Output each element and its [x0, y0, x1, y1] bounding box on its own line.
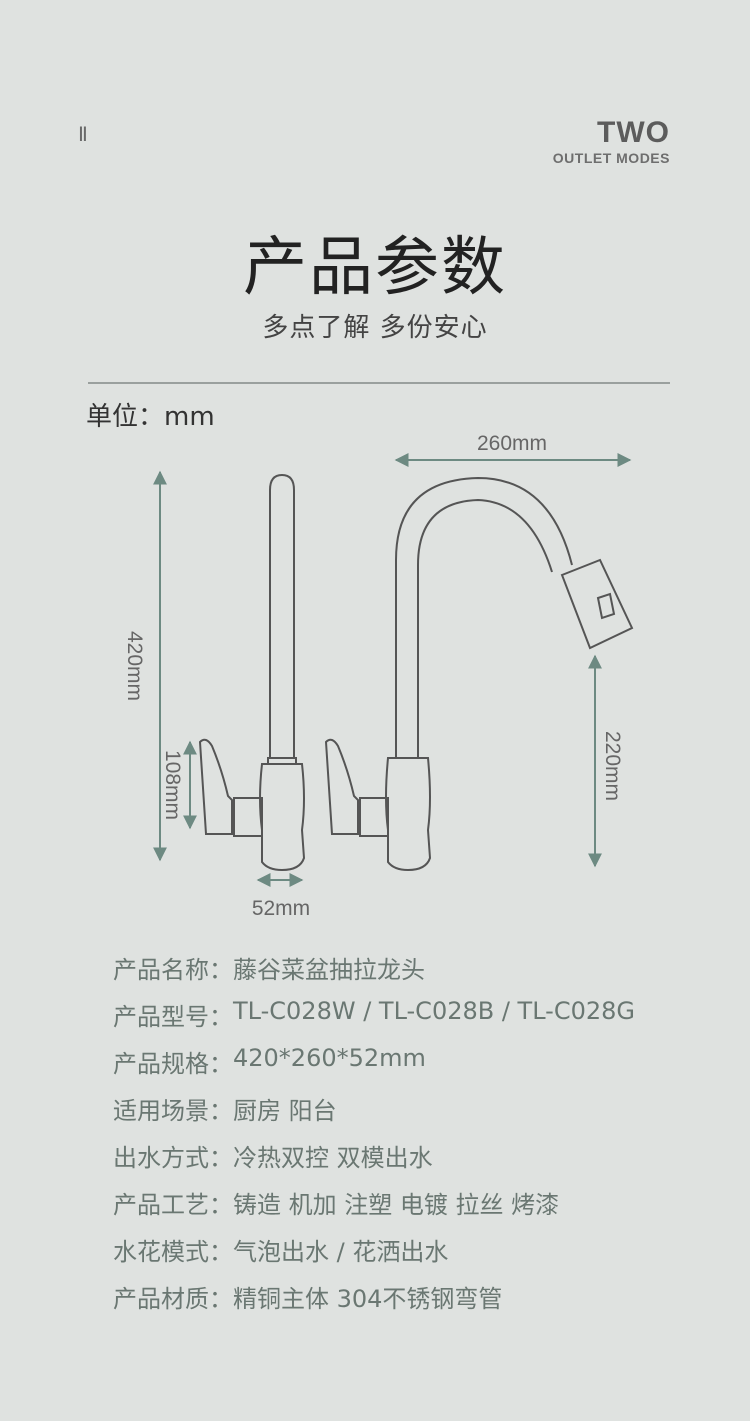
section-subtitle-en: OUTLET MODES: [552, 150, 670, 166]
spec-label: 出水方式：: [113, 1144, 233, 1172]
front-body: [385, 757, 432, 872]
page-title: 产品参数: [243, 231, 507, 305]
spec-value: TL-C028W / TL-C028B / TL-C028G: [233, 997, 635, 1025]
front-spout-inner: [417, 498, 553, 758]
spec-row-model: 产品型号： TL-C028W / TL-C028B / TL-C028G: [113, 997, 713, 1044]
side-handle: [198, 738, 233, 835]
spec-label: 水花模式：: [113, 1238, 233, 1266]
outlet-height-label: 220mm: [601, 731, 624, 801]
height-total-label: 420mm: [123, 631, 146, 701]
spec-row-outlet-mode: 出水方式： 冷热双控 双模出水: [113, 1138, 713, 1185]
faucet-dimension-drawing: 260mm 52mm 420mm 108mm 220mm: [123, 432, 634, 920]
handle-height-label: 108mm: [161, 750, 184, 820]
spec-row-size: 产品规格： 420*260*52mm: [113, 1044, 713, 1091]
spec-value: 厨房 阳台: [233, 1097, 337, 1125]
front-handle: [324, 738, 359, 835]
front-connector: [359, 797, 389, 837]
pull-out-button: [596, 592, 616, 620]
top-width-label: 260mm: [477, 432, 547, 455]
spec-row-material: 产品材质： 精铜主体 304不锈钢弯管: [113, 1279, 713, 1326]
side-body: [259, 763, 306, 872]
spec-value: 气泡出水 / 花洒出水: [233, 1238, 449, 1266]
side-spout-tube: [269, 473, 295, 758]
spec-value: 420*260*52mm: [233, 1044, 426, 1072]
faucet-side-view: [198, 473, 306, 872]
spec-value: 铸造 机加 注塑 电镀 拉丝 烤漆: [233, 1191, 560, 1219]
spec-label: 适用场景：: [113, 1097, 233, 1125]
front-spout-outer: [395, 476, 573, 758]
spec-value: 冷热双控 双模出水: [233, 1144, 433, 1172]
side-connector: [233, 797, 263, 837]
spec-label: 产品型号：: [113, 1003, 233, 1031]
base-width-label: 52mm: [252, 897, 310, 920]
faucet-front-view: [324, 476, 634, 872]
spec-value: 藤谷菜盆抽拉龙头: [233, 956, 425, 984]
section-number: Ⅱ: [78, 124, 89, 146]
spec-row-process: 产品工艺： 铸造 机加 注塑 电镀 拉丝 烤漆: [113, 1185, 713, 1232]
spec-list: 产品名称： 藤谷菜盆抽拉龙头 产品型号： TL-C028W / TL-C028B…: [113, 950, 713, 1326]
spec-label: 产品规格：: [113, 1050, 233, 1078]
pull-out-head: [560, 558, 634, 650]
spec-label: 产品材质：: [113, 1285, 233, 1313]
spec-label: 产品名称：: [113, 956, 233, 984]
unit-label: 单位：mm: [86, 402, 215, 432]
spec-value: 精铜主体 304不锈钢弯管: [233, 1285, 503, 1313]
section-title-en: TWO: [597, 116, 670, 149]
spec-label: 产品工艺：: [113, 1191, 233, 1219]
spec-row-name: 产品名称： 藤谷菜盆抽拉龙头: [113, 950, 713, 997]
spec-row-scene: 适用场景： 厨房 阳台: [113, 1091, 713, 1138]
divider: [88, 382, 670, 384]
page-subtitle: 多点了解 多份安心: [262, 313, 488, 343]
spec-row-spray-mode: 水花模式： 气泡出水 / 花洒出水: [113, 1232, 713, 1279]
